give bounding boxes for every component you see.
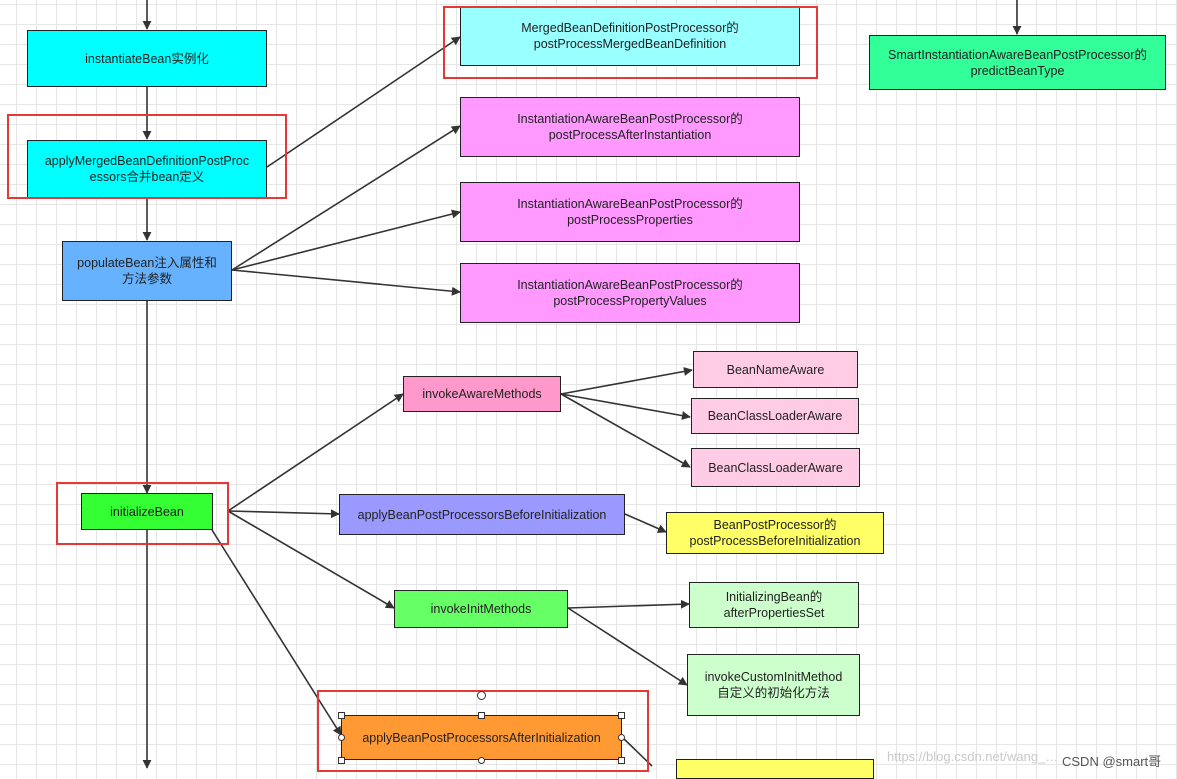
node-apply-bpp-before-initialization[interactable]: applyBeanPostProcessorsBeforeInitializat…: [339, 494, 625, 535]
edge-before-to-bpp: [624, 513, 667, 533]
node-bpp-before-initialization[interactable]: BeanPostProcessor的 postProcessBeforeInit…: [666, 512, 884, 554]
edge-aware-to-cl2: [560, 393, 691, 468]
node-bean-class-loader-aware-2[interactable]: BeanClassLoaderAware: [691, 448, 860, 487]
node-iabpp-post-process-property-values[interactable]: InstantiationAwareBeanPostProcessor的 pos…: [460, 263, 800, 323]
node-instantiate-bean[interactable]: instantiateBean实例化: [27, 30, 267, 87]
node-iabpp-post-process-properties[interactable]: InstantiationAwareBeanPostProcessor的 pos…: [460, 182, 800, 242]
edge-populate-to-props: [231, 209, 461, 271]
node-invoke-init-methods[interactable]: invokeInitMethods: [394, 590, 568, 628]
resize-handle-tl[interactable]: [338, 712, 345, 719]
resize-handle-br[interactable]: [618, 757, 625, 764]
node-bean-name-aware[interactable]: BeanNameAware: [693, 351, 858, 388]
watermark-url: https://blog.csdn.net/wang_…: [887, 749, 1059, 764]
highlight-merged-pp: [443, 6, 818, 79]
edge-init-to-initmethods: [227, 510, 395, 609]
node-populate-bean[interactable]: populateBean注入属性和 方法参数: [62, 241, 232, 301]
edge-initmethods-to-custom: [567, 607, 688, 686]
highlight-initialize-bean: [56, 482, 229, 545]
resize-handle-tm[interactable]: [478, 712, 485, 719]
node-iabpp-after-instantiation[interactable]: InstantiationAwareBeanPostProcessor的 pos…: [460, 97, 800, 157]
rotate-handle[interactable]: [477, 691, 486, 700]
edge-init-to-before: [227, 509, 340, 519]
edge-populate-to-values: [231, 269, 461, 296]
node-bean-class-loader-aware-1[interactable]: BeanClassLoaderAware: [691, 398, 859, 434]
node-invoke-custom-init-method[interactable]: invokeCustomInitMethod 自定义的初始化方法: [687, 654, 860, 716]
resize-handle-tr[interactable]: [618, 712, 625, 719]
highlight-apply-merged: [7, 114, 287, 199]
node-initialize-bean[interactable]: initializeBean: [81, 493, 213, 530]
node-partial-yellow[interactable]: [676, 759, 874, 779]
edge-init-to-after: [211, 529, 342, 736]
resize-handle-ml[interactable]: [338, 734, 345, 741]
node-invoke-aware-methods[interactable]: invokeAwareMethods: [403, 376, 561, 412]
node-apply-merged-bean-definition[interactable]: applyMergedBeanDefinitionPostProc essors…: [27, 140, 267, 198]
watermark-brand: CSDN @smart哥: [1062, 754, 1162, 769]
node-initializing-bean[interactable]: InitializingBean的 afterPropertiesSet: [689, 582, 859, 628]
edge-merged-to-mergedpp: [266, 36, 461, 168]
resize-handle-mr[interactable]: [618, 734, 625, 741]
edge-aware-to-beanname: [560, 367, 693, 395]
resize-handle-bm[interactable]: [478, 757, 485, 764]
resize-handle-bl[interactable]: [338, 757, 345, 764]
node-apply-bpp-after-initialization[interactable]: applyBeanPostProcessorsAfterInitializati…: [341, 715, 622, 760]
edge-initmethods-to-initializing: [567, 599, 690, 609]
edge-init-to-aware: [227, 393, 404, 512]
node-smart-instantiation-aware-bpp[interactable]: SmartInstantiationAwareBeanPostProcessor…: [869, 35, 1166, 90]
edge-aware-to-cl1: [560, 393, 691, 421]
edge-populate-to-after: [231, 125, 461, 271]
